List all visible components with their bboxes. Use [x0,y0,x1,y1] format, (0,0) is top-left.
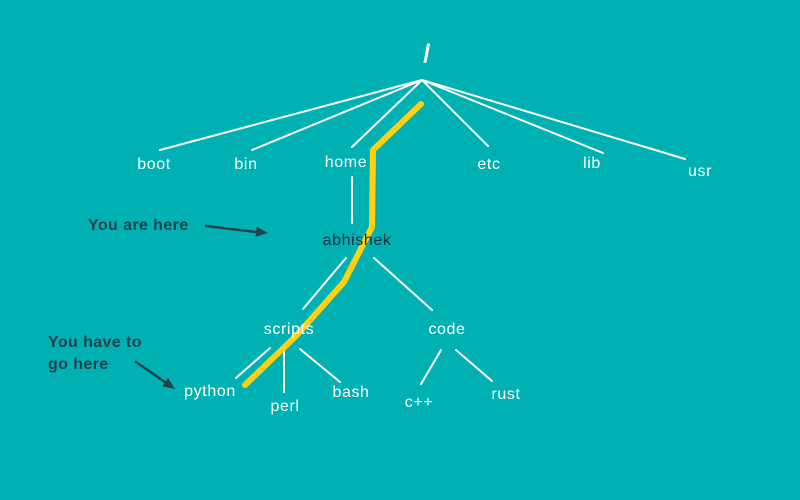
annotation-go-here-line2: go here [48,356,109,373]
edge-abhishek-code [373,257,433,311]
node-bash: bash [332,384,370,401]
node-python: python [184,383,236,400]
node-bin: bin [234,156,258,173]
arrowhead-you-are-here [255,226,268,237]
edge-root-home [351,79,423,148]
node-usr: usr [687,163,713,180]
node-cpp: c++ [404,394,434,411]
node-home: home [324,154,368,171]
edge-scripts-bash [299,348,341,383]
arrow-you-are-here [204,224,258,234]
edge-root-usr [421,79,686,160]
annotation-you-are-here-text: You are here [88,217,189,234]
node-boot: boot [137,156,171,173]
arrow-go-here [134,360,167,384]
node-rust: rust [491,386,521,403]
node-perl: perl [270,398,300,415]
edge-root-bin [251,79,423,151]
edge-scripts-python [235,347,271,379]
edge-root-lib [421,79,604,154]
edge-code-cpp [420,349,442,385]
node-root: / [423,38,431,69]
node-scripts: scripts [263,321,315,338]
edge-code-rust [455,349,493,382]
node-lib: lib [583,155,601,172]
edge-abhishek-scripts [302,257,347,310]
annotation-go-here-line1: You have to [48,334,142,351]
annotation-go-here: You have to go here [48,332,142,376]
edge-root-boot [159,79,423,151]
arrowhead-go-here [162,378,175,389]
highlight-path [242,101,424,388]
node-abhishek: abhishek [322,232,392,249]
edge-root-etc [421,79,489,147]
node-code: code [428,321,466,338]
node-etc: etc [477,156,501,173]
annotation-you-are-here: You are here [88,215,189,237]
